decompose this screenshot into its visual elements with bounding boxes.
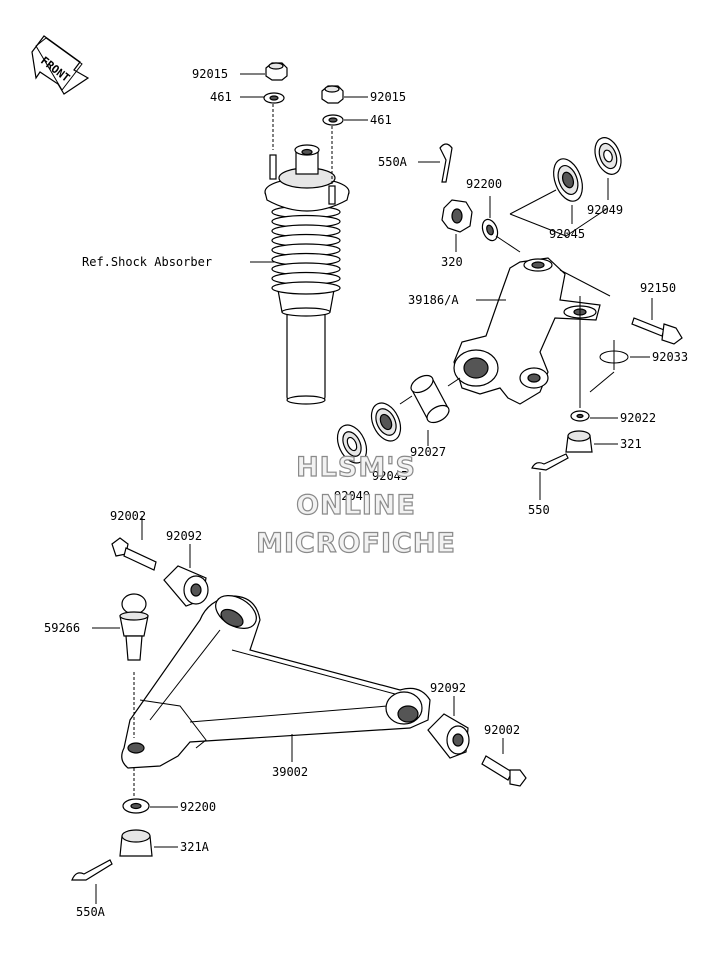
- nut-92015-right: [321, 85, 344, 104]
- washer-461-left: [263, 92, 285, 104]
- label-92092-left: 92092: [166, 529, 202, 543]
- washer-92022: [570, 410, 590, 422]
- ball-joint-59266: [119, 593, 149, 661]
- label-321a: 321A: [180, 840, 210, 854]
- label-92002-right: 92002: [484, 723, 520, 737]
- nut-92015-left: [265, 62, 288, 81]
- watermark: HLSM'S ONLINE MICROFICHE: [255, 451, 456, 559]
- castle-nut-321a: [119, 829, 153, 857]
- label-92015-left: 92015: [192, 67, 228, 81]
- label-92049-top: 92049: [587, 203, 623, 217]
- washer-461-right: [322, 114, 344, 126]
- label-92150: 92150: [640, 281, 676, 295]
- cotter-pin-550a-top: [439, 143, 453, 183]
- label-39002: 39002: [272, 765, 308, 779]
- front-arrow-icon: FRONT: [31, 35, 90, 95]
- watermark-line2: ONLINE: [296, 490, 416, 521]
- label-59266: 59266: [44, 621, 80, 635]
- label-92002-left: 92002: [110, 509, 146, 523]
- seal-92049-lower: [336, 424, 368, 464]
- label-92200-arm: 92200: [180, 800, 216, 814]
- label-461-left: 461: [210, 90, 232, 104]
- label-92033: 92033: [652, 350, 688, 364]
- label-550: 550: [528, 503, 550, 517]
- bolt-92002-right: [481, 755, 527, 787]
- lower-a-arm: [121, 595, 431, 769]
- seal-92049-top: [594, 137, 622, 175]
- bolt-92150: [631, 317, 683, 345]
- cotter-pin-550a-arm: [71, 859, 113, 881]
- label-92022: 92022: [620, 411, 656, 425]
- spring-coil: [271, 281, 341, 295]
- label-shock-ref: Ref.Shock Absorber: [82, 255, 212, 269]
- label-321: 321: [620, 437, 642, 451]
- watermark-line3: MICROFICHE: [256, 528, 456, 559]
- label-461-right: 461: [370, 113, 392, 127]
- washer-92200-arm: [122, 798, 150, 814]
- label-92027: 92027: [410, 445, 446, 459]
- label-550a-top: 550A: [378, 155, 408, 169]
- castle-nut-320: [441, 199, 473, 233]
- spacer-92027: [410, 374, 450, 424]
- watermark-line1: HLSM'S: [296, 452, 416, 483]
- shock-absorber: [264, 144, 350, 405]
- bolt-92002-left: [111, 537, 157, 571]
- part-labels: 92015 461 92015 461 Ref.Shock Absorber 5…: [44, 67, 688, 919]
- label-550a-arm: 550A: [76, 905, 106, 919]
- label-92200-knuckle: 92200: [466, 177, 502, 191]
- label-39186a: 39186/A: [408, 293, 459, 307]
- label-92049-lower: 92049: [334, 489, 370, 503]
- castle-nut-321: [565, 430, 593, 453]
- label-92045-top: 92045: [549, 227, 585, 241]
- label-92092-right: 92092: [430, 681, 466, 695]
- label-320: 320: [441, 255, 463, 269]
- label-92045-lower: 92045: [372, 469, 408, 483]
- bearing-92045-top: [553, 158, 583, 202]
- washer-92200-knuckle: [481, 218, 499, 242]
- label-92015-right: 92015: [370, 90, 406, 104]
- leader-lines: [92, 73, 653, 904]
- bushing-92092-left: [163, 565, 209, 607]
- cotter-pin-550: [531, 453, 569, 471]
- bushing-92092-right: [427, 713, 470, 759]
- bearing-92045-lower: [370, 402, 402, 442]
